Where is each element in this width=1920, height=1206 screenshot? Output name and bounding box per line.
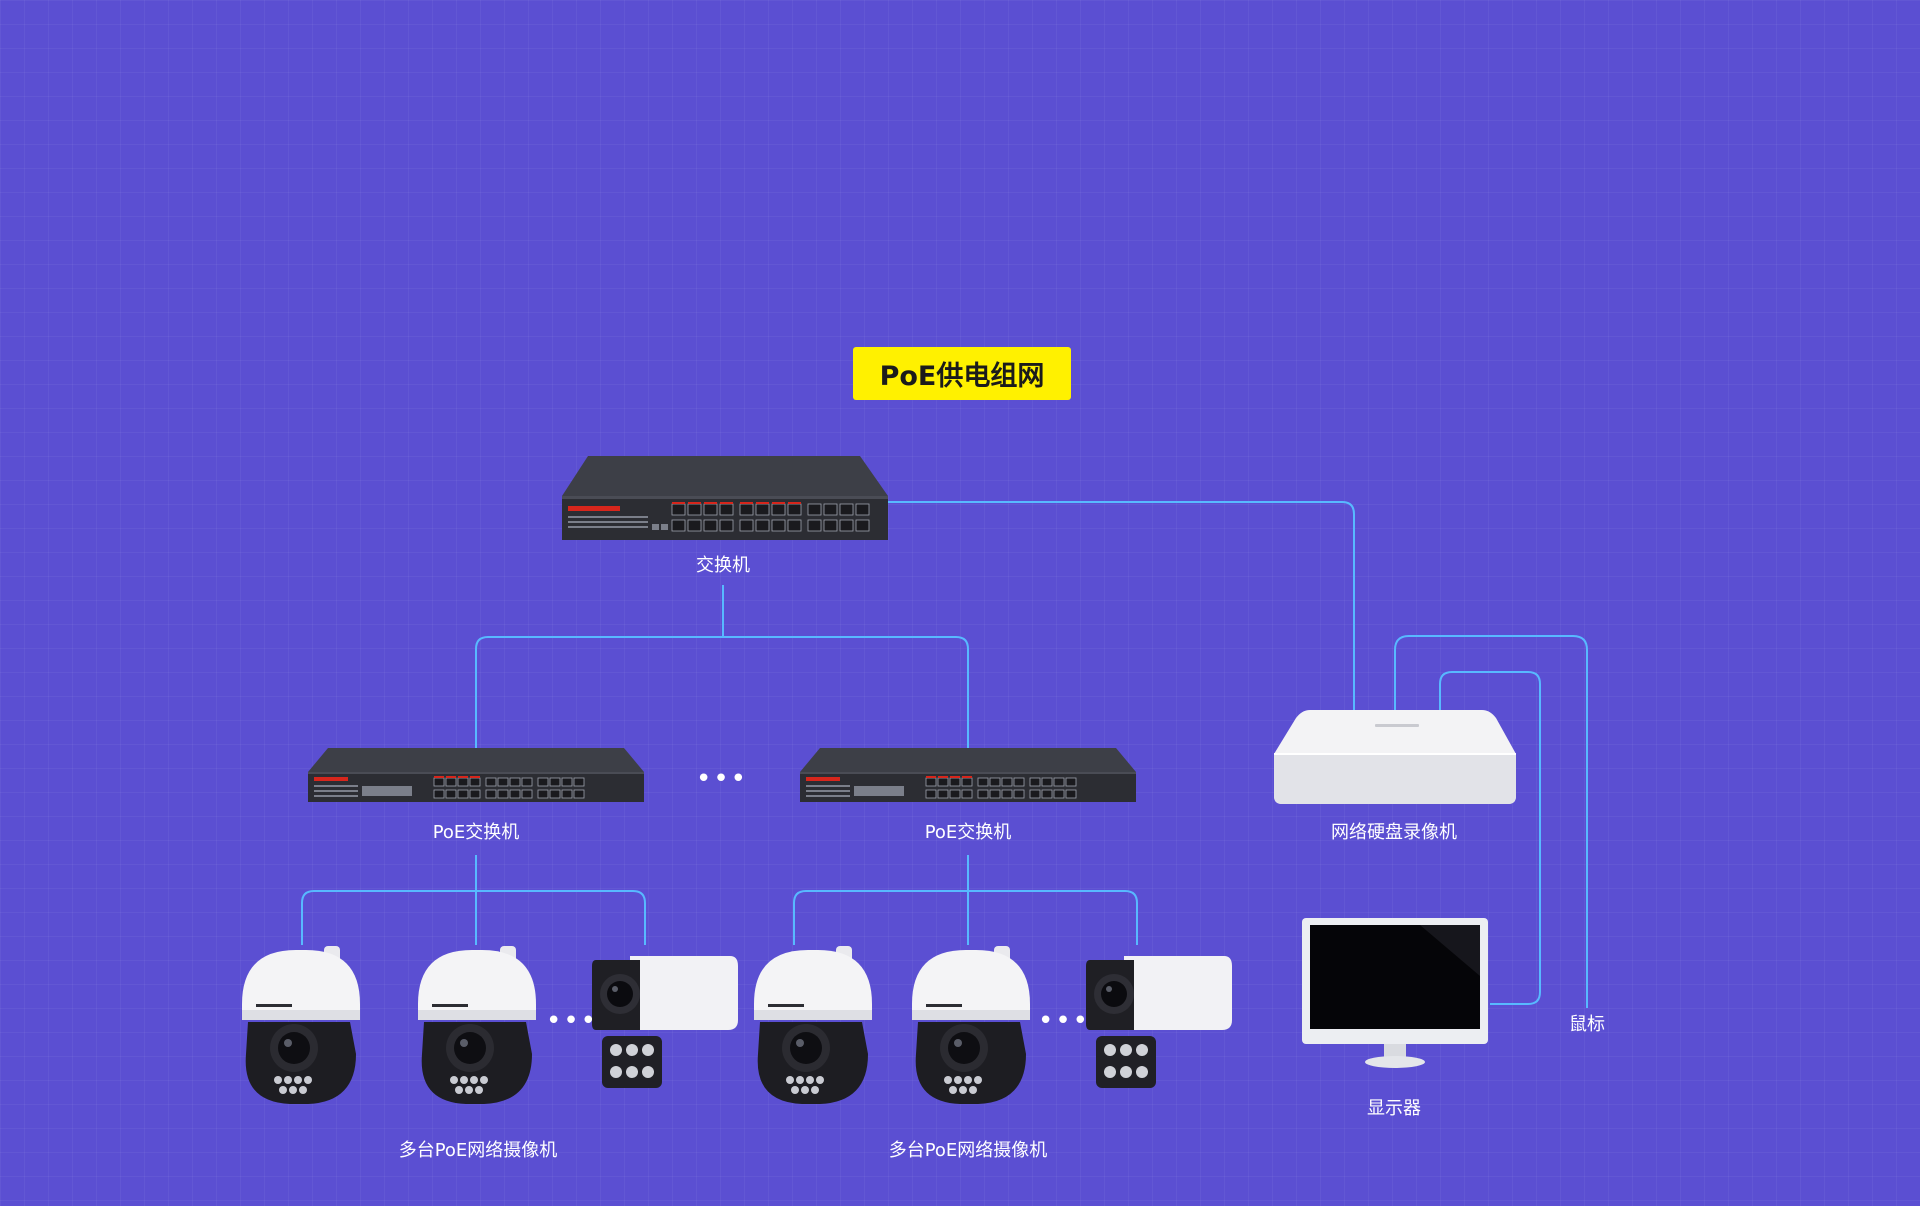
wire-branch-right (723, 636, 969, 748)
poe-switch-right (800, 748, 1136, 802)
nvr-device (1274, 710, 1516, 804)
cameras-left-ellipsis: ••• (545, 1006, 599, 1036)
cameras-right-label: 多台PoE网络摄像机 (888, 1140, 1048, 1161)
core-switch-label: 交换机 (696, 555, 750, 576)
camera-ptz-right-1 (754, 946, 872, 1104)
monitor-device (1302, 918, 1488, 1068)
switches-ellipsis: ••• (695, 764, 749, 794)
wire-nvr-to-monitor (1439, 671, 1541, 1005)
wire-nvr-to-mouse (1394, 635, 1588, 1008)
camera-ptz-left-1 (242, 946, 360, 1104)
camera-ptz-left-2 (418, 946, 536, 1104)
wire-core-to-nvr (888, 501, 1355, 710)
poe-switch-left-label: PoE交换机 (432, 822, 520, 843)
camera-ptz-right-2 (912, 946, 1030, 1104)
nvr-label: 网络硬盘录像机 (1331, 822, 1457, 843)
poe-switch-left (308, 748, 644, 802)
poe-switch-right-label: PoE交换机 (924, 822, 1012, 843)
wire-right-cams (793, 890, 1138, 945)
mouse-label: 鼠标 (1569, 1014, 1605, 1035)
cameras-right-ellipsis: ••• (1037, 1006, 1091, 1036)
camera-bullet-right (1086, 956, 1232, 1088)
core-switch (562, 456, 888, 540)
monitor-label: 显示器 (1367, 1098, 1421, 1119)
camera-bullet-left (592, 956, 738, 1088)
wire-left-cams (301, 890, 646, 945)
cameras-left-label: 多台PoE网络摄像机 (398, 1140, 558, 1161)
wire-branch-left (475, 636, 723, 748)
title-badge: PoE供电组网 (853, 347, 1071, 400)
